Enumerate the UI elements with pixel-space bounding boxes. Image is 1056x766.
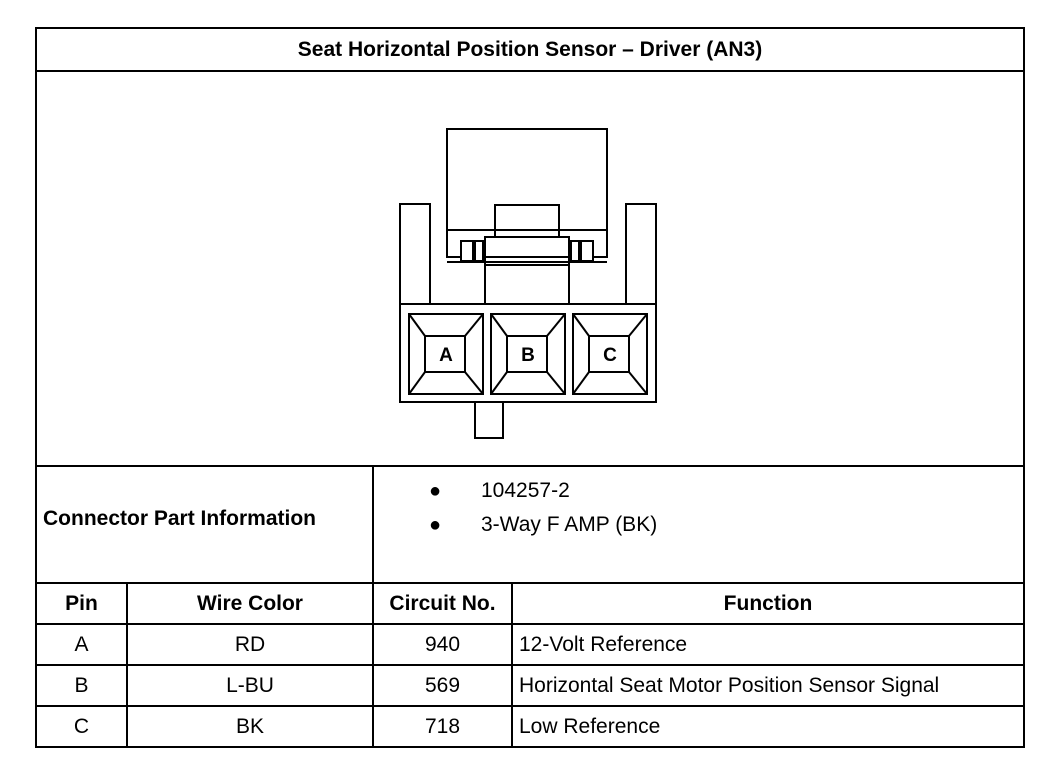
latch-tab: [494, 204, 560, 238]
table-row-function: 12-Volt Reference: [519, 633, 688, 656]
cavity-b: [490, 313, 566, 395]
cavity-label-a: A: [439, 345, 453, 366]
diagram-divider: [37, 465, 1023, 467]
table-row-pin: A: [74, 633, 89, 656]
table-row-pin: B: [74, 674, 89, 697]
table-row-wire-color: L-BU: [226, 674, 274, 697]
table-row-circuit: 569: [424, 674, 461, 697]
part-info-divider: [37, 582, 1023, 584]
table-row-pin: C: [73, 715, 90, 738]
cavity-label-b: B: [521, 345, 535, 366]
connector-key: [474, 401, 504, 439]
table-row-wire-color: BK: [235, 715, 264, 738]
bullet-icon: ●: [429, 513, 442, 536]
right-guide-rail: [625, 203, 657, 305]
connector-diagram: A B C: [399, 128, 657, 439]
header-circuit-no: Circuit No.: [389, 592, 496, 615]
table-row-circuit: 718: [424, 715, 461, 738]
part-info-item: ● 3-Way F AMP (BK): [429, 513, 658, 536]
connector-part-info-label: Connector Part Information: [43, 507, 317, 530]
table-row-circuit: 940: [424, 633, 461, 656]
left-guide-rail: [399, 203, 431, 305]
part-info-item: ● 104257-2: [429, 479, 570, 502]
title-divider: [37, 70, 1023, 72]
latch-lock: [484, 236, 570, 266]
connector-latch-housing: [446, 128, 608, 258]
header-wire-color: Wire Color: [197, 592, 303, 615]
table-row-function: Horizontal Seat Motor Position Sensor Si…: [519, 674, 940, 697]
bullet-icon: ●: [429, 479, 442, 502]
header-function: Function: [723, 592, 813, 615]
connector-body: [399, 303, 657, 403]
cavity-c: [572, 313, 648, 395]
sheet-title: Seat Horizontal Position Sensor – Driver…: [297, 38, 763, 61]
cavity-a: [408, 313, 484, 395]
table-row-wire-color: RD: [234, 633, 266, 656]
cavity-label-c: C: [603, 345, 617, 366]
header-pin: Pin: [65, 592, 98, 615]
pinout-sheet: Seat Horizontal Position Sensor – Driver…: [35, 27, 1025, 748]
table-row-function: Low Reference: [519, 715, 661, 738]
